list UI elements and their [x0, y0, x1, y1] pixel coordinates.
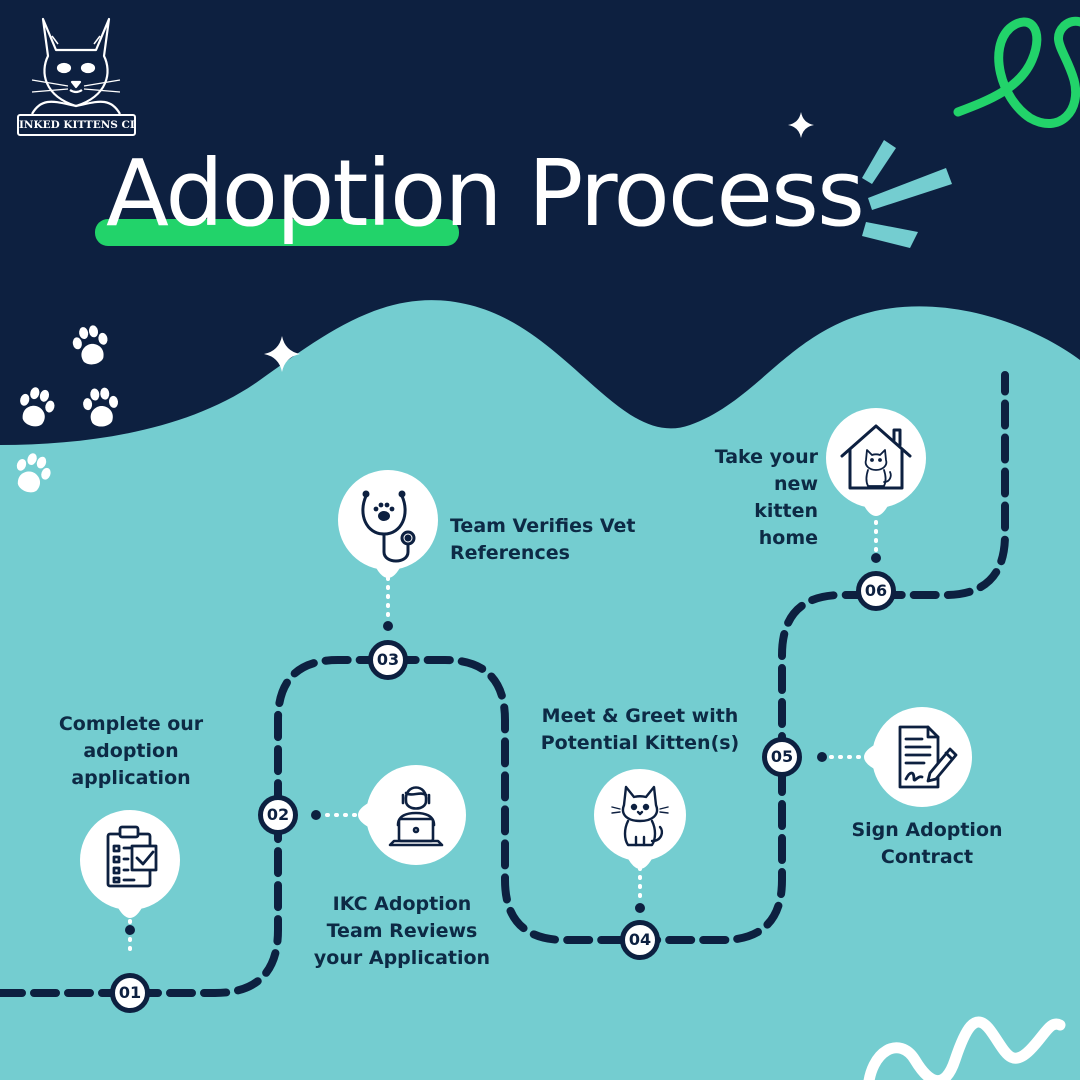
- contract-pen-icon: [898, 725, 958, 789]
- paw-prints-decoration: [16, 325, 119, 493]
- step-label-04: Meet & Greet with Potential Kitten(s): [540, 705, 740, 754]
- step-number-03: 03: [368, 640, 408, 680]
- step-number-01: 01: [110, 973, 150, 1013]
- clipboard-checklist-icon: [106, 825, 158, 888]
- icon-bubble: [80, 810, 180, 918]
- step-number-05: 05: [762, 737, 802, 777]
- paw-print-icon: [16, 453, 51, 493]
- person-laptop-icon: [388, 786, 444, 847]
- sparkle-icon: [264, 336, 300, 372]
- paw-print-icon: [83, 387, 119, 427]
- house-cat-icon: [840, 424, 912, 490]
- kitten-icon: [611, 785, 669, 847]
- step-label-06: Take your new kitten home: [714, 446, 818, 549]
- paw-print-icon: [20, 387, 55, 427]
- paw-print-icon: [72, 325, 108, 365]
- title-highlight: [95, 219, 459, 246]
- brand-logo-text: INKED KITTENS CLUB: [17, 114, 136, 136]
- step-label-01: Complete our adoption application: [58, 713, 204, 789]
- white-squiggle: [863, 1016, 1066, 1080]
- step-label-03: Team Verifies Vet References: [450, 515, 636, 564]
- navy-wave-header: [0, 0, 1080, 445]
- step-label-05: Sign Adoption Contract: [851, 819, 1003, 868]
- cat-logo-icon: [31, 17, 121, 115]
- process-path: [0, 371, 1009, 997]
- stethoscope-paw-icon: [361, 490, 416, 563]
- page-title: Adoption Process: [106, 140, 865, 247]
- step-number-04: 04: [620, 920, 660, 960]
- step-label-02: IKC Adoption Team Reviews your Applicati…: [313, 893, 491, 969]
- step-number-02: 02: [258, 795, 298, 835]
- burst-lines-decoration: [862, 140, 952, 248]
- step-number-06: 06: [856, 571, 896, 611]
- green-squiggle: [953, 16, 1080, 128]
- icon-bubble: [358, 765, 466, 865]
- sparkle-icon: [788, 112, 814, 138]
- connector-end-dots: [125, 553, 881, 935]
